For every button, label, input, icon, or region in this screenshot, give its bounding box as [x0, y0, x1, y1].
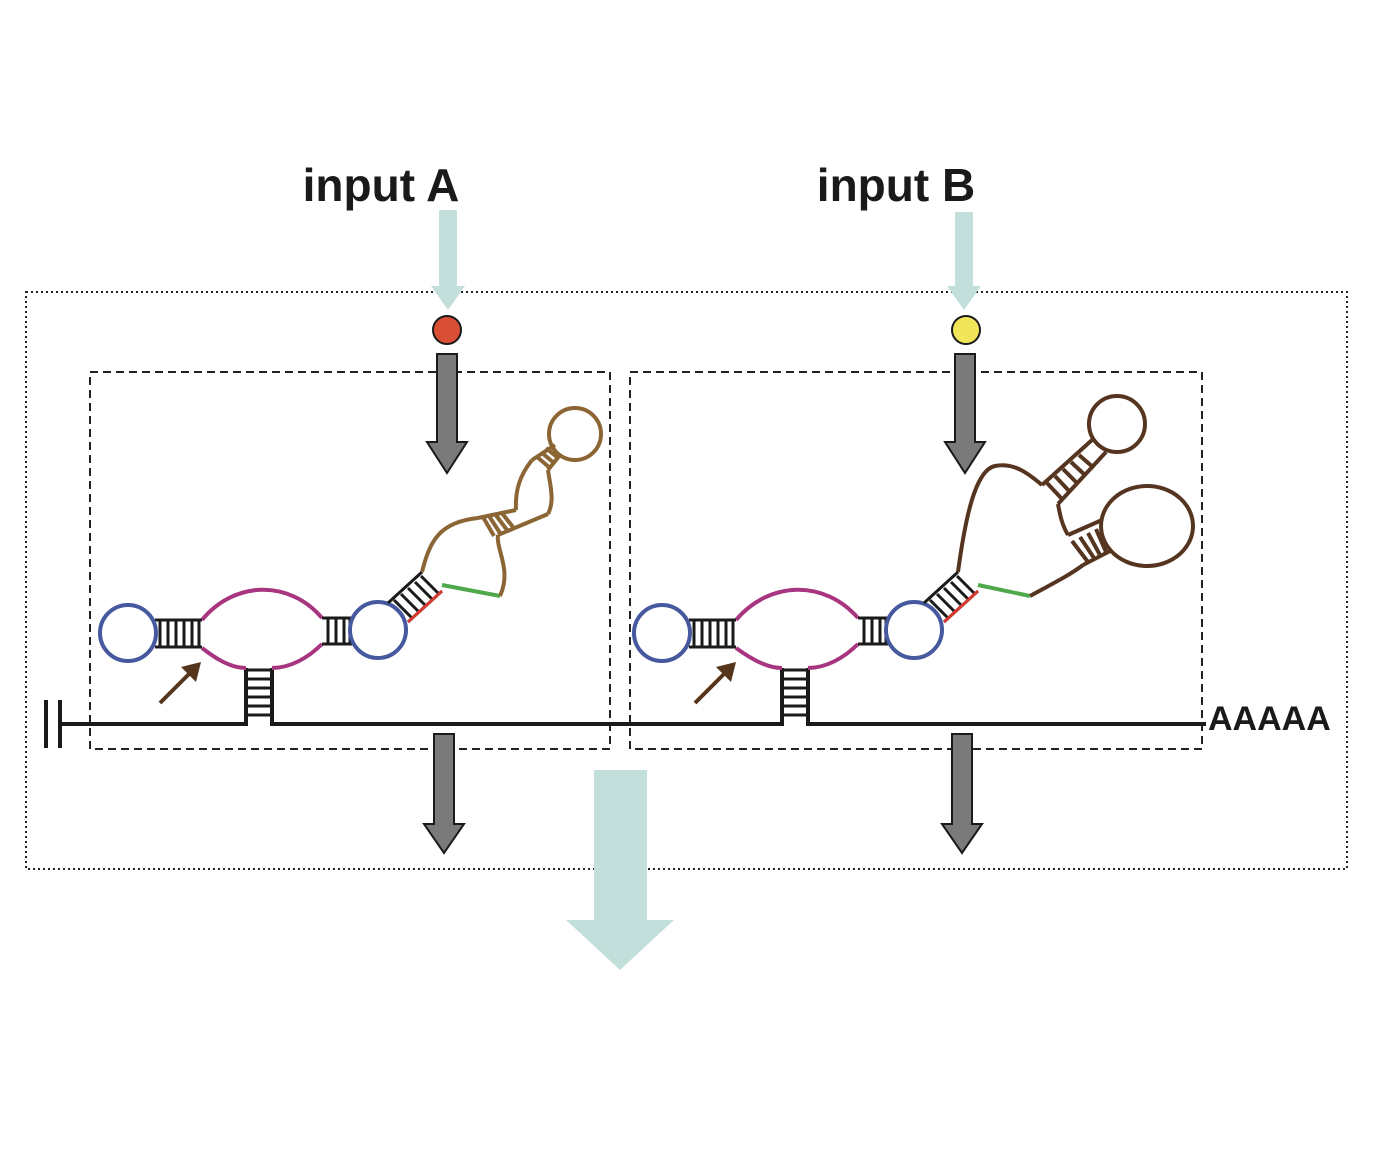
- output-arrow-b: [940, 733, 984, 855]
- binding-arrow-b: [943, 353, 987, 475]
- cleavage-site-arrow-icon-b: [693, 662, 736, 705]
- output-arrow-a: [422, 733, 466, 855]
- input-a-label: input A: [303, 159, 460, 211]
- stem-3-b: [782, 668, 808, 717]
- strand-end-a: [406, 589, 444, 624]
- input-b-label: input B: [817, 159, 975, 211]
- module-a-frame: [89, 371, 611, 750]
- linker-a: [441, 583, 501, 598]
- binding-arrow-a: [425, 353, 469, 475]
- loop-2-a: [348, 600, 408, 660]
- ribozyme-b: [632, 394, 1195, 717]
- core-bulge-b-lower: [734, 642, 860, 670]
- cleavage-site-arrow-icon: [158, 662, 201, 705]
- linker-b: [977, 583, 1031, 598]
- mrna-backbone: [60, 668, 1206, 726]
- input-b-arrow: [947, 212, 981, 310]
- core-bulge-a-lower: [200, 642, 324, 670]
- loop-2-b: [884, 600, 944, 660]
- outer-device-frame: [25, 291, 1348, 870]
- 5-prime-cap-icon: [44, 700, 62, 748]
- input-a-arrow: [431, 210, 465, 310]
- module-b-frame: [629, 371, 1203, 750]
- poly-a-tail-label: AAAAA: [1208, 700, 1331, 738]
- core-bulge-a: [200, 587, 324, 622]
- aptamer-b: [956, 394, 1195, 598]
- loop-1-a: [98, 603, 158, 663]
- stem-3-a: [244, 668, 272, 717]
- stem-1-a: [155, 618, 202, 649]
- combined-output-arrow: [566, 770, 674, 970]
- strand-end-b: [942, 589, 980, 624]
- stem-1-b: [689, 618, 736, 649]
- aptamer-a: [420, 406, 603, 597]
- core-bulge-b: [734, 587, 860, 622]
- ribozyme-a: [98, 406, 603, 717]
- loop-1-b: [632, 603, 692, 663]
- ligand-a-circle-icon: [432, 315, 462, 345]
- stem-2-a: [322, 616, 352, 646]
- stem-2-b: [858, 616, 888, 646]
- ligand-b-circle-icon: [951, 315, 981, 345]
